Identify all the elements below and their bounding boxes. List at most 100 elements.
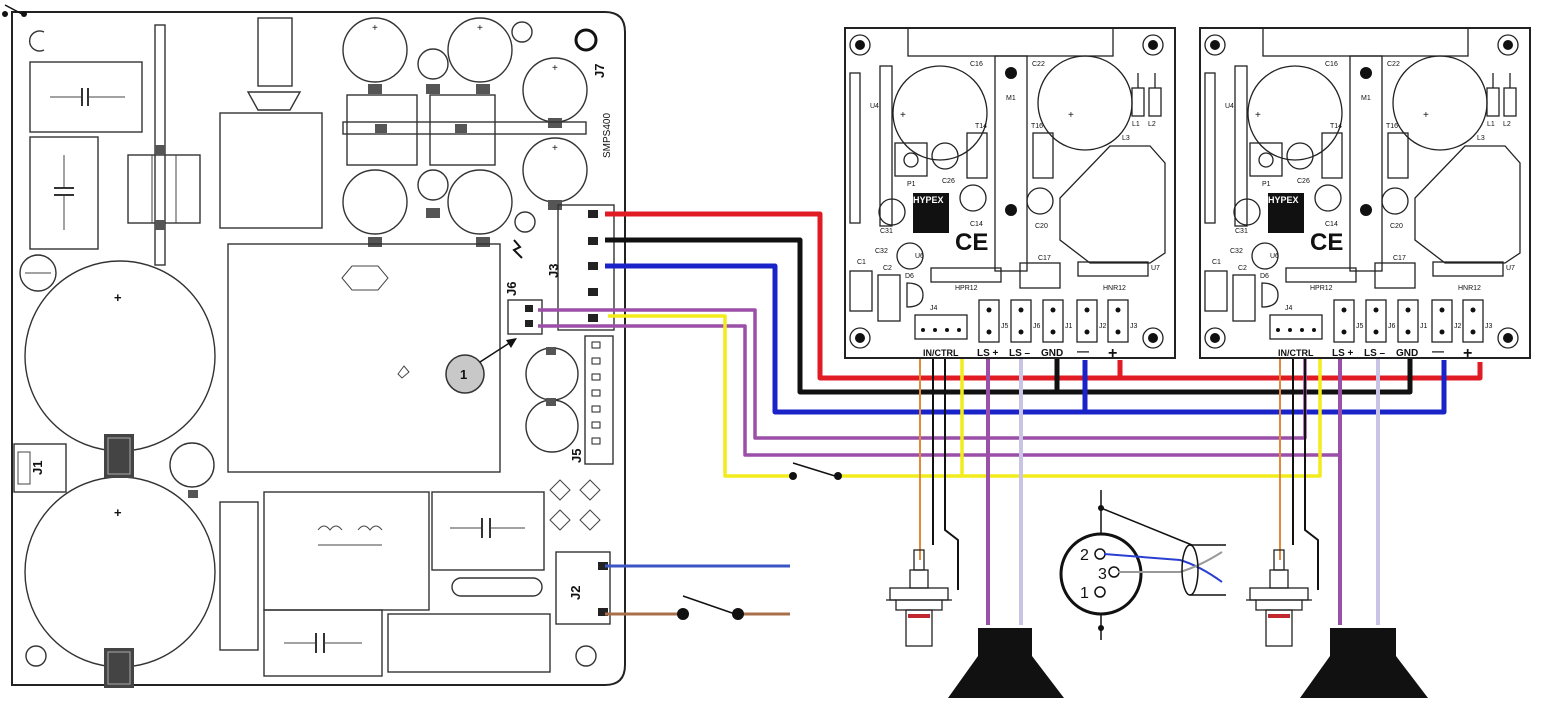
label-p1: P1 — [1262, 181, 1271, 188]
l3 — [1414, 145, 1521, 264]
label-c17: C17 — [1393, 255, 1406, 262]
terminal-j1 — [1397, 299, 1419, 343]
label-c26: C26 — [942, 178, 955, 185]
label-c16: C16 — [1325, 61, 1338, 68]
label-c20: C20 — [1035, 223, 1048, 230]
svg-text:+: + — [114, 290, 122, 305]
label-c2: C2 — [1238, 265, 1247, 272]
m1-hole — [1360, 204, 1372, 216]
rca-flange — [1249, 587, 1309, 601]
svg-text:+: + — [477, 23, 483, 34]
p1 — [894, 142, 928, 177]
cap-c26 — [1286, 142, 1314, 170]
label-j1: J1 — [1065, 323, 1073, 330]
edge-strip — [1204, 72, 1216, 224]
cap-plus: + — [900, 110, 906, 121]
yellow-wire-2 — [838, 345, 1322, 478]
label-c1: C1 — [1212, 259, 1221, 266]
label-j5: J5 — [1001, 323, 1009, 330]
d6 — [906, 282, 924, 308]
cap-c32 — [1251, 242, 1279, 270]
terminal-j3 — [1462, 299, 1484, 343]
u7 — [1432, 261, 1504, 277]
c1 — [1204, 270, 1228, 312]
mount-hole — [1142, 327, 1164, 349]
label-j4: J4 — [1285, 305, 1293, 312]
label-c2: C2 — [883, 265, 892, 272]
blue-wire — [605, 263, 1447, 415]
rca-nut — [895, 599, 943, 611]
smps-j7-label: J7 — [592, 64, 607, 78]
hypex-logo-icon — [1268, 193, 1304, 233]
edge-strip — [849, 72, 861, 224]
label-in-ctrl: IN/CTRL — [923, 348, 959, 358]
t14 — [1321, 132, 1343, 179]
rca-input-2 — [1246, 549, 1312, 647]
mount-hole-center — [1148, 40, 1158, 50]
wires — [538, 211, 1483, 625]
label-c17: C17 — [1038, 255, 1051, 262]
label-ls-plus: LS + — [1332, 348, 1354, 359]
label-c1: C1 — [857, 259, 866, 266]
black-wire — [605, 237, 1413, 395]
hypex-brand: HYPEX — [1268, 195, 1299, 205]
c2 — [877, 274, 901, 322]
rca-nut — [1255, 599, 1303, 611]
label-c31: C31 — [1235, 228, 1248, 235]
rca-red-ring — [1268, 614, 1290, 618]
label-m1: M1 — [1361, 95, 1371, 102]
mount-hole — [1142, 34, 1164, 56]
label-c26: C26 — [1297, 178, 1310, 185]
yellow-switch — [789, 462, 842, 480]
rca-jack — [1265, 609, 1293, 647]
black-signal-2 — [1292, 345, 1319, 590]
u6 — [1285, 267, 1357, 283]
m1-hole — [1005, 67, 1017, 79]
svg-text:+: + — [114, 505, 122, 520]
mount-hole — [1204, 327, 1226, 349]
label-hnr12: HNR12 — [1458, 285, 1481, 292]
label-u6: U6 — [915, 253, 924, 260]
label-j2: J2 — [1454, 323, 1462, 330]
label-t16: T16 — [1031, 123, 1043, 130]
purple-wire-2 — [538, 324, 1340, 457]
cap-c16 — [1247, 65, 1343, 161]
cap-c31 — [1233, 198, 1261, 226]
label-c22: C22 — [1032, 61, 1045, 68]
mount-hole-center — [1210, 40, 1220, 50]
mount-hole — [849, 34, 871, 56]
label-c14: C14 — [970, 221, 983, 228]
label-t14: T14 — [975, 123, 987, 130]
c17 — [1374, 262, 1416, 289]
mount-hole-center — [1210, 333, 1220, 343]
c17 — [1019, 262, 1061, 289]
center-strip — [994, 55, 1028, 272]
xlr-connector: 2 3 1 — [1059, 490, 1226, 640]
label-u6: U6 — [1270, 253, 1279, 260]
label-l2: L2 — [1148, 121, 1156, 128]
label-c22: C22 — [1387, 61, 1400, 68]
label-l1: L1 — [1487, 121, 1495, 128]
label-plus: + — [1108, 345, 1117, 362]
xlr-pin-3: 3 — [1098, 566, 1107, 583]
cap-c20 — [1026, 187, 1054, 215]
cap-c14 — [959, 184, 987, 212]
label-hpr12: HPR12 — [955, 285, 978, 292]
terminal-j1 — [1042, 299, 1064, 343]
label-m1: M1 — [1006, 95, 1016, 102]
c2 — [1232, 274, 1256, 322]
label-j6: J6 — [1388, 323, 1396, 330]
rca-red-ring — [908, 614, 930, 618]
terminal-j2 — [1076, 299, 1098, 343]
label-u4: U4 — [870, 103, 879, 110]
label-hpr12: HPR12 — [1310, 285, 1333, 292]
speaker-2-icon — [1300, 628, 1428, 698]
u7 — [1077, 261, 1149, 277]
u4-bar — [879, 65, 893, 227]
label-u7: U7 — [1151, 265, 1160, 272]
label-u4: U4 — [1225, 103, 1234, 110]
cap-c14 — [1314, 184, 1342, 212]
smps-j3-label: J3 — [546, 264, 561, 278]
red-wire — [605, 211, 1483, 381]
